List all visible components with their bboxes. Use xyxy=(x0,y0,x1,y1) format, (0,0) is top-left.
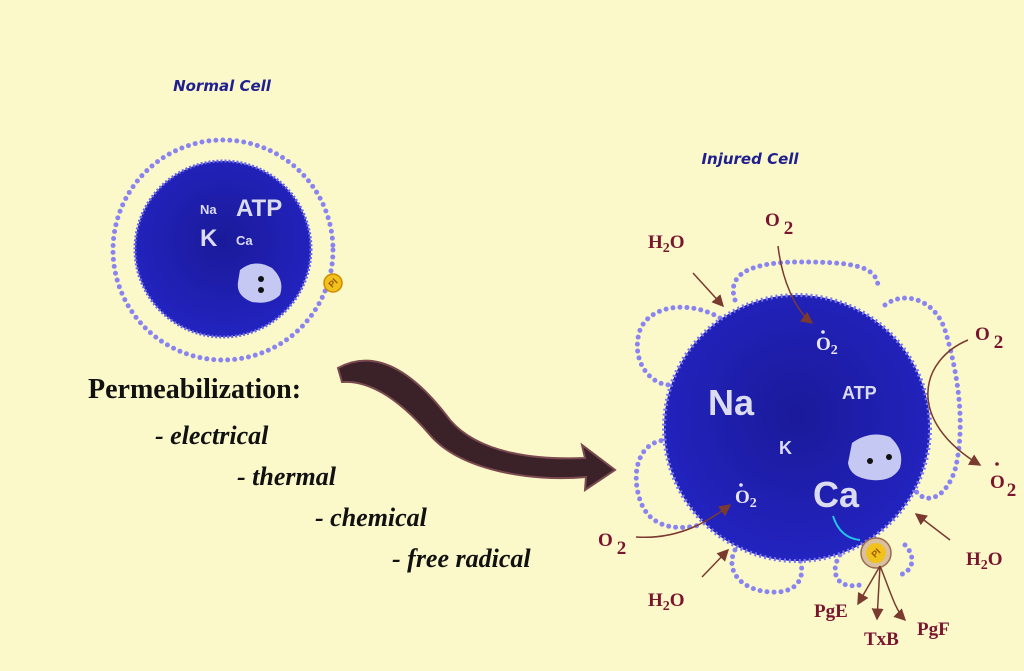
permeabilization-list: Permeabilization: - electrical - thermal… xyxy=(88,374,531,573)
oxygen-arrow xyxy=(635,504,732,539)
ion-k: K xyxy=(200,225,218,252)
ion-atp: ATP xyxy=(236,195,282,222)
transition-arrow xyxy=(336,359,617,492)
cause-electrical: - electrical xyxy=(155,421,269,450)
membrane-blebs xyxy=(633,259,963,595)
ion-ca: Ca xyxy=(813,474,860,515)
product-arrow xyxy=(879,565,907,622)
cause-free-radical: - free radical xyxy=(392,544,531,573)
oxygen-radical-label: O2 xyxy=(816,334,838,358)
water-label: H2O xyxy=(648,590,685,614)
product-arrow xyxy=(857,565,881,606)
water-arrow xyxy=(914,513,951,541)
cause-chemical: - chemical xyxy=(315,503,428,532)
ion-atp: ATP xyxy=(842,383,877,403)
product-txb: TxB xyxy=(864,629,899,650)
product-arrow xyxy=(871,565,884,621)
water-arrow xyxy=(692,272,725,308)
oxygen-radical-label: O2 xyxy=(735,487,757,511)
oxygen-arrow xyxy=(777,245,814,324)
nucleus xyxy=(237,263,282,303)
product-pgf: PgF xyxy=(917,619,950,640)
ion-k: K xyxy=(779,438,792,458)
oxygen-arrow xyxy=(927,339,982,466)
radical-dot xyxy=(995,462,999,466)
radical-dot xyxy=(739,483,743,487)
calcium-activation-arrow xyxy=(832,515,861,541)
nucleus xyxy=(848,434,902,481)
water-arrow xyxy=(701,548,730,578)
ion-na: Na xyxy=(200,202,217,217)
normal-cell-title: Normal Cell xyxy=(173,77,272,95)
water-label: H2O xyxy=(966,549,1003,573)
ion-na: Na xyxy=(708,382,755,423)
injured-cell: Injured Cell Na ATP K Ca PI xyxy=(598,150,1016,650)
permeabilization-heading: Permeabilization: xyxy=(88,374,301,405)
ion-ca: Ca xyxy=(236,233,253,248)
radical-dot xyxy=(821,330,825,334)
cause-thermal: - thermal xyxy=(237,462,337,491)
cytoplasm xyxy=(133,159,313,339)
injured-cell-title: Injured Cell xyxy=(701,150,799,168)
cytoplasm xyxy=(662,293,932,563)
phospholipase-pi-icon: PI xyxy=(323,273,343,293)
normal-cell: Normal Cell Na ATP K Ca PI xyxy=(110,77,343,363)
water-label: H2O xyxy=(648,232,685,256)
phospholipase-pi-icon: PI xyxy=(860,537,892,569)
product-pge: PgE xyxy=(814,601,848,622)
outer-membrane xyxy=(110,137,336,363)
